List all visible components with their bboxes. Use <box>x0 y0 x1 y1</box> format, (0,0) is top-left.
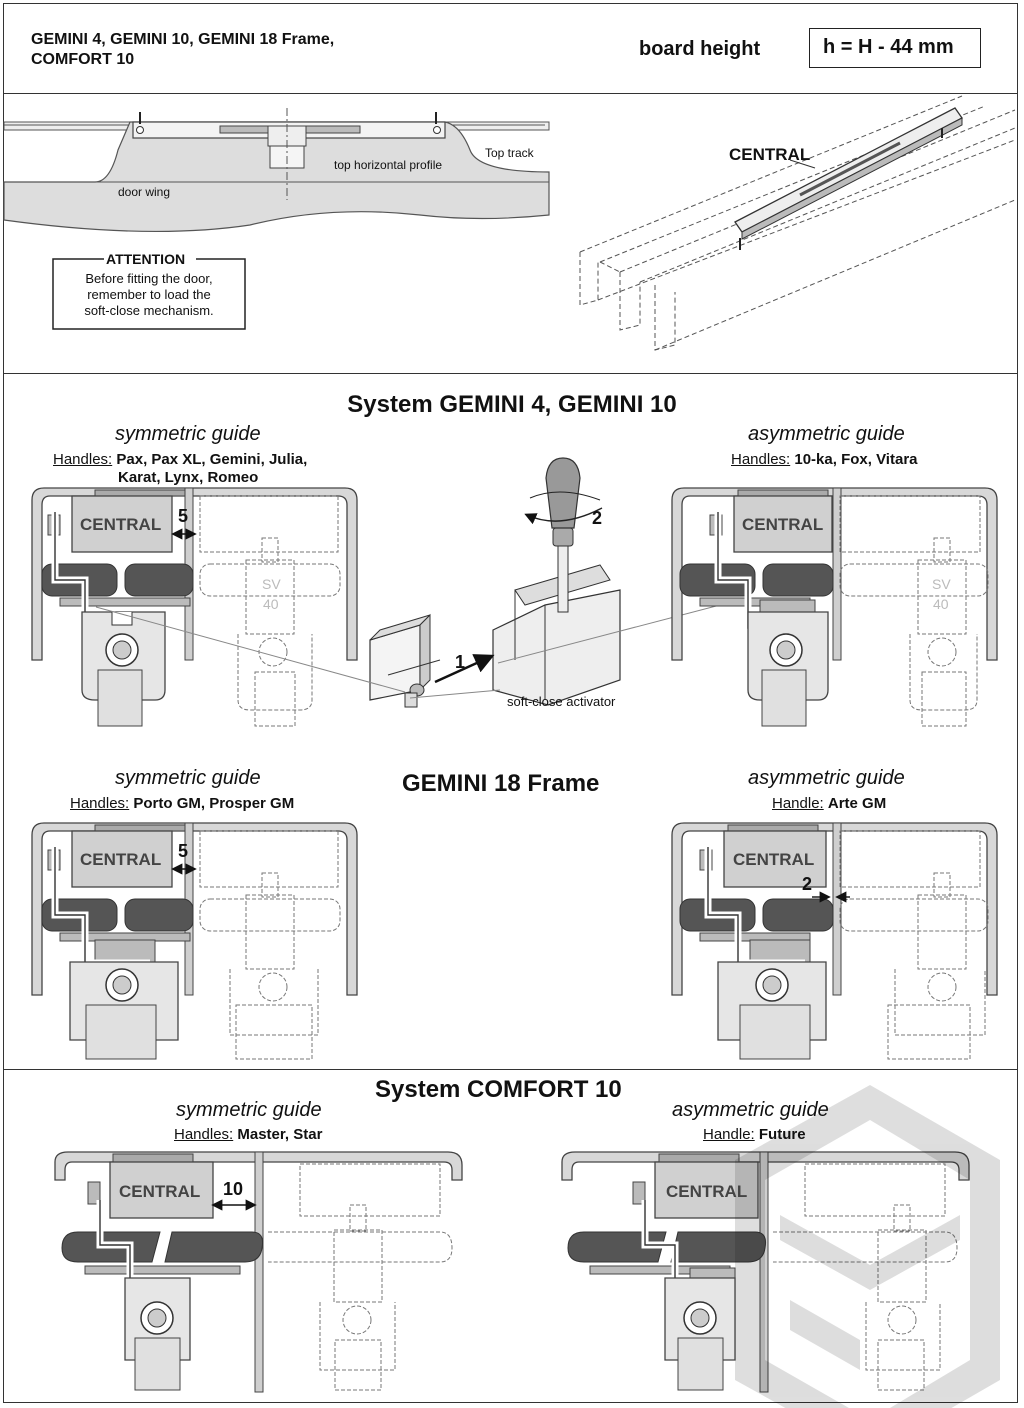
title-line2: COMFORT 10 <box>31 51 135 68</box>
g10-asym-handles: Handles: 10-ka, Fox, Vitara <box>731 451 918 468</box>
attention-title: ATTENTION <box>106 251 186 267</box>
g10-asym-guide: asymmetric guide <box>748 423 905 445</box>
cross-section-c10-sym <box>54 1151 463 1393</box>
label-door-wing: door wing <box>118 185 171 199</box>
g18-sym-gap: 5 <box>178 841 189 861</box>
g18-asym-handle: Handle: Arte GM <box>772 795 887 812</box>
label-central-isometric: CENTRAL <box>729 145 811 164</box>
g18-sym-central: CENTRAL <box>80 850 162 869</box>
divider-header <box>3 93 1018 94</box>
g10-asym-sv: SV <box>932 576 951 592</box>
track-isometric <box>579 95 1016 351</box>
c10-sym-handles: Handles: Master, Star <box>174 1126 323 1143</box>
cross-section-c10-asym <box>561 1151 970 1393</box>
cross-section-g18-asym <box>671 822 998 1060</box>
g18-sym-guide: symmetric guide <box>115 767 261 789</box>
cross-section-g10-sym <box>31 487 358 727</box>
c10-sym-central: CENTRAL <box>119 1182 201 1201</box>
g10-sym-handles-line2: Karat, Lynx, Romeo <box>118 469 259 486</box>
top-track-elevation <box>3 108 550 233</box>
c10-asym-guide: asymmetric guide <box>672 1099 829 1121</box>
heading-gemini-18: GEMINI 18 Frame <box>402 770 600 797</box>
page-frame <box>3 3 1018 1403</box>
g10-asym-sv-40: 40 <box>933 596 949 612</box>
attention-line2: remember to load the <box>87 287 211 302</box>
divider-gemini <box>3 1069 1018 1070</box>
g18-sym-handles: Handles: Porto GM, Prosper GM <box>70 795 295 812</box>
soft-close-activator-illustration <box>95 457 721 708</box>
c10-asym-handle: Handle: Future <box>703 1126 806 1143</box>
g10-sym-sv-40: 40 <box>263 596 279 612</box>
g10-asym-central: CENTRAL <box>742 515 824 534</box>
g10-sym-handles: Handles: Pax, Pax XL, Gemini, Julia, <box>53 451 308 468</box>
g10-sym-guide: symmetric guide <box>115 423 261 445</box>
cross-section-g10-asym <box>671 487 998 727</box>
label-top-horizontal-profile: top horizontal profile <box>334 158 443 172</box>
cross-section-g18-sym <box>31 822 358 1060</box>
attention-box <box>52 258 246 330</box>
watermark-logo <box>735 1085 1000 1408</box>
board-height-label: board height <box>639 38 761 60</box>
central-unit-isometric <box>734 107 963 250</box>
g18-asym-guide: asymmetric guide <box>748 767 905 789</box>
g18-asym-central: CENTRAL <box>733 850 815 869</box>
g10-gap: 5 <box>178 506 189 526</box>
attention-line3: soft-close mechanism. <box>84 303 214 318</box>
g18-asym-gap: 2 <box>802 874 813 894</box>
title-line1: GEMINI 4, GEMINI 10, GEMINI 18 Frame, <box>31 31 335 48</box>
heading-comfort-10: System COMFORT 10 <box>375 1076 622 1103</box>
divider-top-diagram <box>3 373 1018 374</box>
g10-sym-central: CENTRAL <box>80 515 162 534</box>
c10-asym-central: CENTRAL <box>666 1182 748 1201</box>
g10-sym-sv: SV <box>262 576 281 592</box>
formula-box <box>809 28 981 68</box>
c10-gap: 10 <box>223 1179 244 1199</box>
c10-sym-guide: symmetric guide <box>176 1099 322 1121</box>
label-top-track: Top track <box>485 146 534 160</box>
step-2: 2 <box>592 508 603 528</box>
attention-line1: Before fitting the door, <box>85 271 213 286</box>
label-soft-close-activator: soft-close activator <box>507 694 616 709</box>
formula-text: h = H - 44 mm <box>823 36 954 58</box>
step-1: 1 <box>455 652 466 672</box>
heading-gemini-4-10: System GEMINI 4, GEMINI 10 <box>347 391 677 418</box>
